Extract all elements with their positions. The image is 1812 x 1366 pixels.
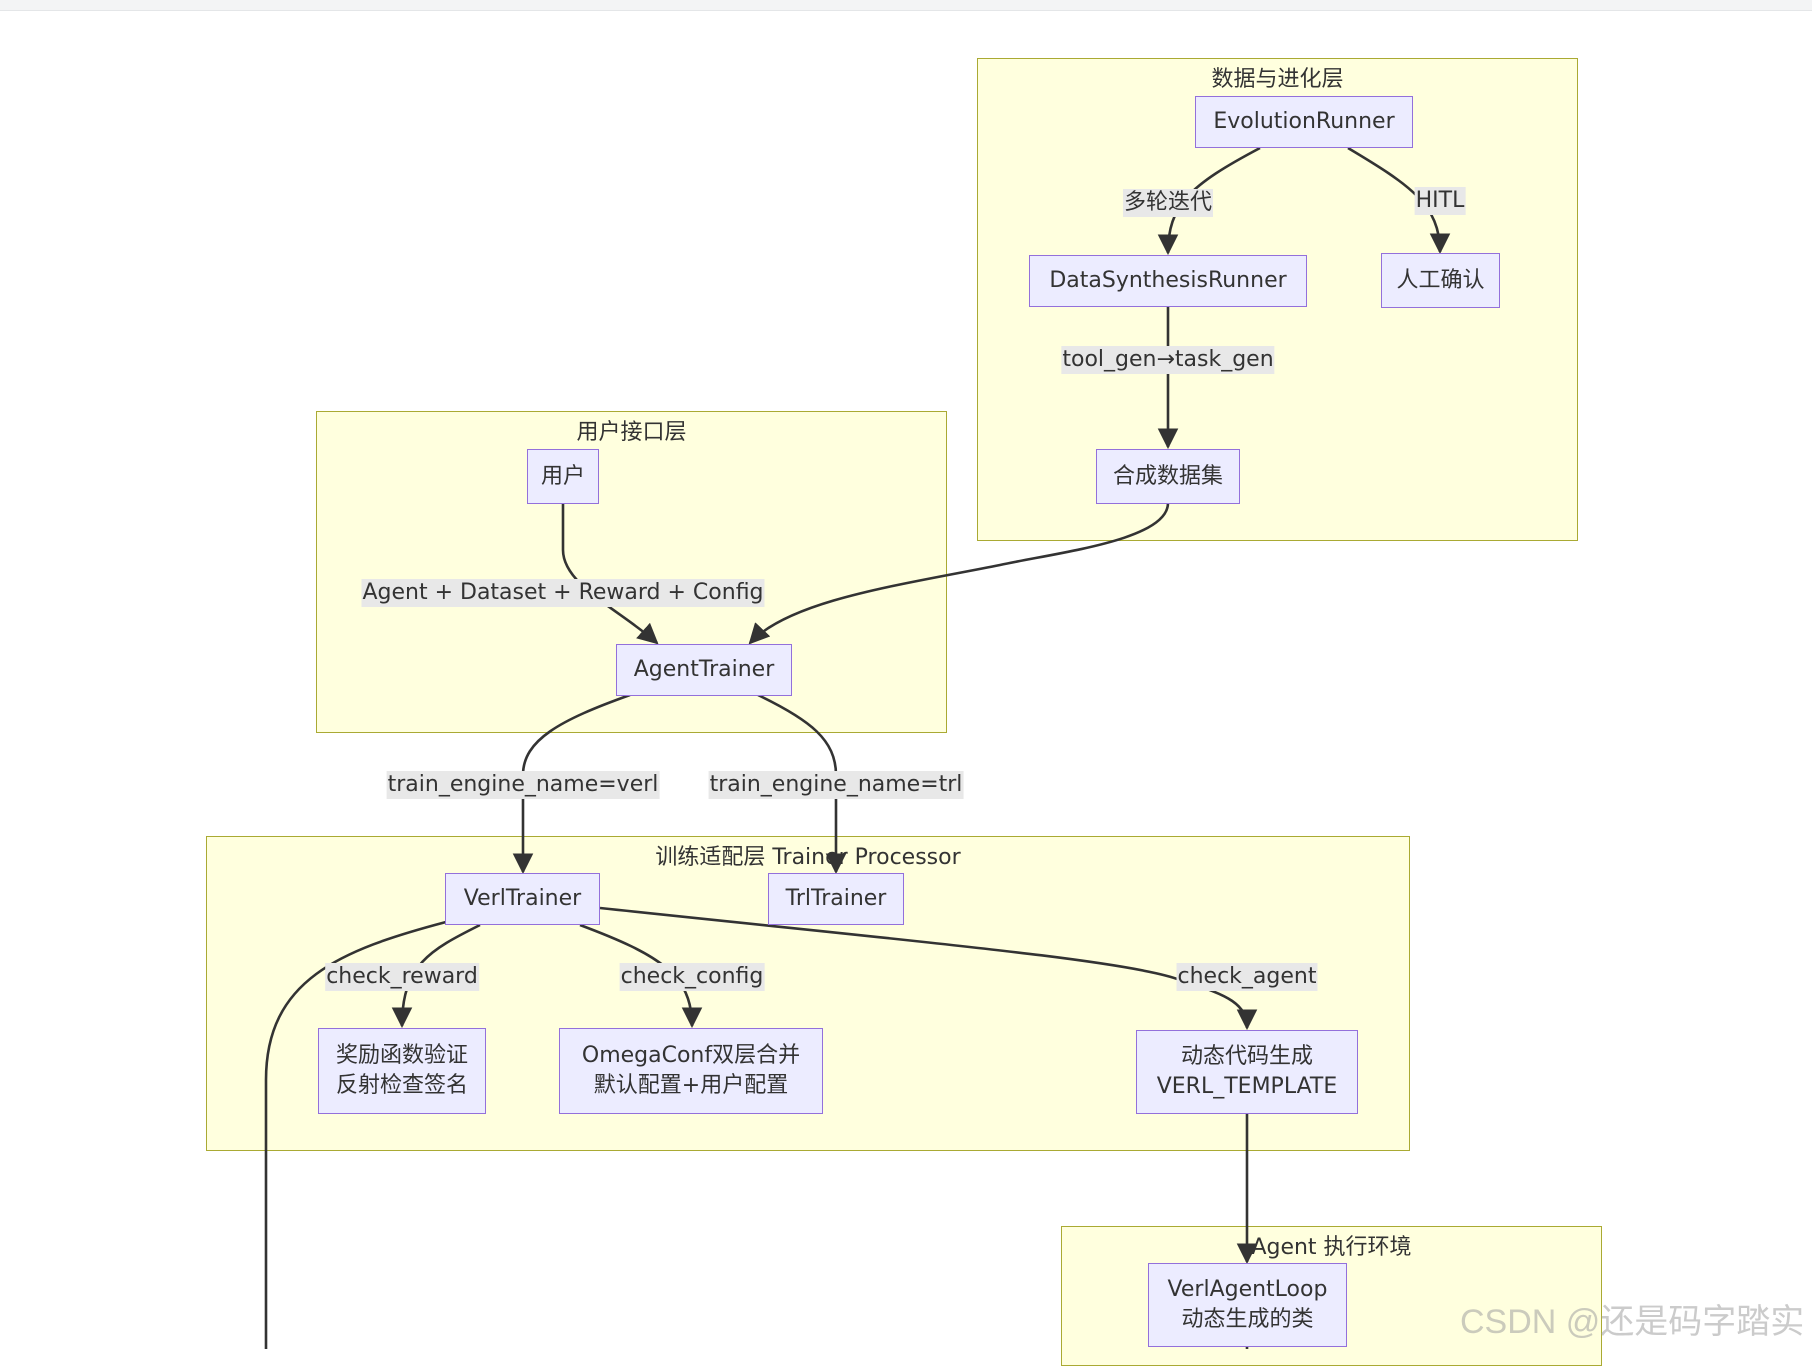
node-reward-check[interactable]: 奖励函数验证 反射检查签名 (318, 1028, 486, 1114)
node-dynamic-codegen[interactable]: 动态代码生成 VERL_TEMPLATE (1136, 1030, 1358, 1114)
cluster-title-trainer-adapter: 训练适配层 Trainer Processor (655, 845, 961, 870)
node-evolution-runner[interactable]: EvolutionRunner (1195, 96, 1413, 148)
edge-label-engine-trl: train_engine_name=trl (708, 771, 964, 799)
edge-verl-to-codegen (599, 906, 1258, 1031)
edge-label-tool-task-gen: tool_gen→task_gen (1061, 346, 1275, 374)
edge-user-to-agenttrainer (561, 504, 659, 645)
edge-agenttrainer-to-trl (757, 693, 847, 875)
node-agent-trainer[interactable]: AgentTrainer (616, 644, 792, 696)
edge-label-multi-round: 多轮迭代 (1122, 189, 1214, 217)
node-omegaconf-merge[interactable]: OmegaConf双层合并 默认配置+用户配置 (559, 1028, 823, 1114)
edge-verl-to-reward (391, 923, 481, 1029)
watermark: CSDN @还是码字踏实 (1460, 1303, 1805, 1341)
edge-verl-down-left (264, 920, 447, 1349)
node-user[interactable]: 用户 (527, 449, 599, 504)
node-human-confirm[interactable]: 人工确认 (1381, 253, 1500, 308)
edge-agenttrainer-to-verl (512, 693, 631, 875)
cluster-title-data-evolution: 数据与进化层 (1211, 67, 1344, 92)
node-data-synthesis-runner[interactable]: DataSynthesisRunner (1029, 255, 1307, 307)
cluster-title-user-interface: 用户接口层 (576, 420, 687, 445)
node-trl-trainer[interactable]: TrlTrainer (768, 873, 904, 925)
edge-dataset-to-agenttrainer (748, 502, 1170, 645)
node-synthetic-dataset[interactable]: 合成数据集 (1096, 449, 1240, 504)
edge-label-engine-verl: train_engine_name=verl (386, 771, 660, 799)
edge-label-inputs: Agent + Dataset + Reward + Config (361, 579, 765, 607)
node-verl-agent-loop[interactable]: VerlAgentLoop 动态生成的类 (1148, 1263, 1347, 1347)
edge-label-check-agent: check_agent (1176, 963, 1318, 991)
edge-label-check-reward: check_reward (325, 963, 479, 991)
node-verl-trainer[interactable]: VerlTrainer (445, 873, 600, 925)
top-bar (0, 0, 1812, 11)
edge-label-check-config: check_config (619, 963, 765, 991)
edge-label-hitl: HITL (1414, 187, 1466, 215)
cluster-title-agent-env: Agent 执行环境 (1251, 1235, 1412, 1260)
